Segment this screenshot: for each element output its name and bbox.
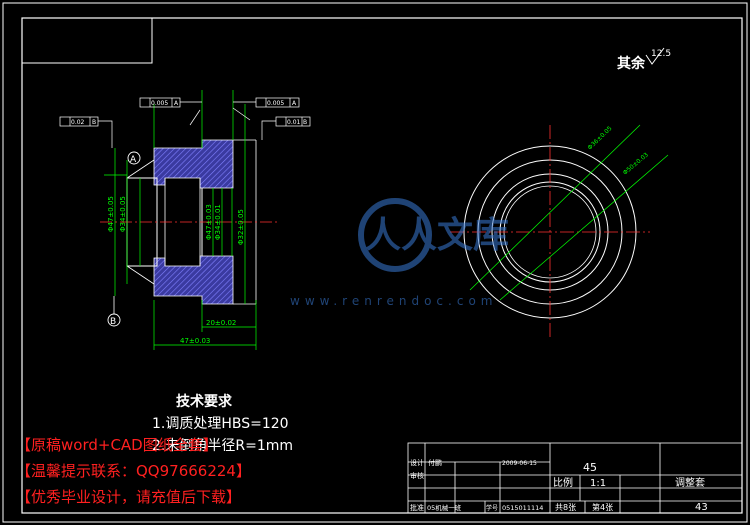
datum-a-label: A: [130, 155, 137, 165]
drawing-frame: [21, 17, 743, 514]
promo-line-2: 【温馨提示联系：QQ97666224】: [16, 462, 251, 480]
tolerance-frame-parallel-right: 0.01 B: [275, 116, 311, 127]
tb-approve-label: 批准: [410, 503, 424, 512]
watermark: 人人文库 www.renrendoc.com: [290, 198, 509, 308]
section-view: Φ47±0.05 Φ34±0.05 Φ47±0.03 Φ34±0.01 Φ32±…: [59, 90, 311, 350]
tb-student-no: 0515011114: [502, 504, 543, 512]
dim-bore-dia: Φ34±0.05: [119, 196, 127, 232]
tb-material: 45: [583, 461, 597, 474]
roughness-symbol: [645, 47, 665, 65]
svg-text:0.005: 0.005: [267, 100, 284, 107]
tb-part-name: 调整套: [675, 476, 705, 489]
svg-text:A: A: [292, 100, 297, 107]
tech-req-title: 技术要求: [176, 393, 233, 410]
svg-text:A: A: [174, 100, 179, 107]
tolerance-frame-runout-right: 0.005 A: [255, 97, 300, 108]
svg-text:0.01: 0.01: [287, 119, 301, 126]
dim-inner-dia-2: Φ34±0.01: [214, 204, 222, 240]
svg-text:0.005: 0.005: [151, 100, 168, 107]
tb-scale: 1:1: [590, 478, 606, 489]
tb-check-label: 审核: [410, 471, 424, 480]
watermark-logo-text: 人人文库: [365, 215, 509, 256]
dim-outer-dia: Φ47±0.05: [107, 196, 115, 232]
tb-scale-label: 比例: [553, 476, 573, 489]
title-block: [407, 442, 743, 514]
code-box: [21, 17, 153, 64]
tb-sheets-total: 共8张: [555, 503, 576, 512]
dim-circle-dia-2: Φ50±0.03: [622, 151, 650, 176]
tb-design-label: 设计: [410, 458, 424, 467]
promo-line-3: 【优秀毕业设计，请充值后下载】: [16, 488, 242, 506]
tb-student-no-label: 学号: [486, 504, 498, 512]
dim-width-small: 20±0.02: [206, 319, 236, 327]
watermark-url: www.renrendoc.com: [290, 294, 497, 308]
roughness-label: 其余: [617, 55, 646, 72]
dim-inner-dia-1: Φ47±0.03: [205, 204, 213, 240]
dim-circle-dia-1: Φ36±0.05: [587, 125, 614, 152]
tb-designer: 付鹏: [428, 458, 442, 467]
svg-text:0.02: 0.02: [71, 119, 85, 126]
svg-text:B: B: [303, 119, 307, 126]
section-hatch-top: [153, 139, 234, 189]
promo-line-1: 【原稿word+CAD图纸全套】: [16, 436, 218, 454]
tb-date: 2009-06-15: [502, 460, 537, 467]
dim-leader-1: [469, 124, 641, 291]
section-hatch-bottom: [153, 255, 234, 305]
watermark-logo-icon: [358, 198, 432, 272]
datum-b-label: B: [110, 317, 116, 327]
roughness-value: 12.5: [651, 49, 671, 59]
dim-width-total: 47±0.03: [180, 337, 210, 345]
tb-class-info: 05机械一班: [427, 503, 462, 512]
datum-a-marker: [127, 151, 141, 165]
tb-sheet-no: 第4张: [592, 502, 613, 512]
tolerance-frame-parallel-left: 0.02 B: [59, 116, 99, 127]
tech-req-item-1: 1.调质处理HBS=120: [152, 416, 289, 432]
tb-drawing-no: 43: [695, 502, 708, 513]
svg-text:B: B: [92, 119, 96, 126]
tolerance-frame-runout-left: 0.005 A: [139, 97, 181, 108]
dim-inner-dia-3: Φ32±0.05: [237, 209, 245, 245]
dim-leader-2: [499, 154, 669, 301]
tech-req-item-2: 2.未倒角半径R=1mm: [152, 438, 293, 454]
